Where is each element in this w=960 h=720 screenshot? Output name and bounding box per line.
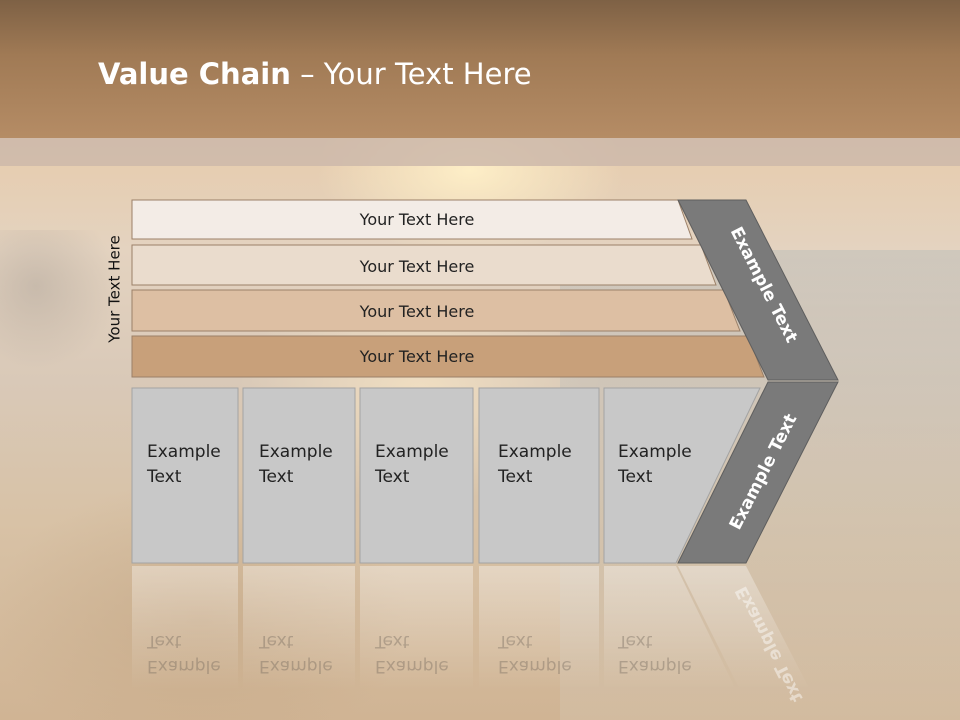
support-activity-bar[interactable]: [131, 244, 717, 286]
primary-box-label[interactable]: Example Text: [618, 440, 692, 490]
primary-box-line2: Text: [147, 467, 182, 487]
reflection-line2: Text: [618, 631, 653, 651]
title-rest: – Your Text Here: [290, 57, 532, 91]
primary-box-line2: Text: [375, 467, 410, 487]
primary-box-line1: Example: [618, 442, 692, 462]
background-rocks: [0, 230, 120, 370]
primary-box-reflection: Example Text: [375, 628, 449, 678]
primary-box-reflection: Example Text: [498, 628, 572, 678]
slide-title[interactable]: Value Chain – Your Text Here: [98, 52, 532, 96]
primary-box-line2: Text: [618, 467, 653, 487]
header-accent-band: [0, 138, 960, 166]
title-header-band: [0, 0, 960, 138]
reflection-line2: Text: [375, 631, 410, 651]
reflection-line1: Example: [259, 656, 333, 676]
margin-arrow-reflection: [678, 566, 810, 690]
primary-box-reflection-shape: [604, 566, 736, 690]
primary-box-line1: Example: [375, 442, 449, 462]
primary-activity-box[interactable]: [603, 387, 761, 564]
primary-activity-box[interactable]: [131, 387, 239, 564]
reflection-line1: Example: [147, 656, 221, 676]
primary-box-label[interactable]: Example Text: [498, 440, 572, 490]
primary-box-label[interactable]: Example Text: [375, 440, 449, 490]
primary-box-reflection: Example Text: [259, 628, 333, 678]
margin-arrow-bottom[interactable]: [677, 381, 839, 564]
support-activity-bar[interactable]: [131, 289, 741, 332]
primary-box-line2: Text: [259, 467, 294, 487]
support-activity-bar[interactable]: [131, 335, 765, 378]
reflection-line2: Text: [498, 631, 533, 651]
primary-box-line1: Example: [259, 442, 333, 462]
primary-box-reflection: Example Text: [618, 628, 692, 678]
reflection-line2: Text: [147, 631, 182, 651]
reflection-line2: Text: [259, 631, 294, 651]
primary-box-reflection-shape: [360, 566, 473, 690]
primary-box-reflection: Example Text: [147, 628, 221, 678]
support-activity-bar[interactable]: [131, 199, 693, 240]
primary-activity-box[interactable]: [478, 387, 600, 564]
reflection-line1: Example: [498, 656, 572, 676]
primary-box-line2: Text: [498, 467, 533, 487]
primary-activity-box[interactable]: [242, 387, 356, 564]
reflection-line1: Example: [618, 656, 692, 676]
primary-box-line1: Example: [498, 442, 572, 462]
primary-box-reflection-shape: [243, 566, 355, 690]
reflection-line1: Example: [375, 656, 449, 676]
title-bold: Value Chain: [98, 57, 291, 91]
margin-arrow-top[interactable]: [677, 199, 839, 381]
primary-box-reflection-shape: [479, 566, 599, 690]
primary-activity-box[interactable]: [359, 387, 474, 564]
primary-box-label[interactable]: Example Text: [147, 440, 221, 490]
primary-box-line1: Example: [147, 442, 221, 462]
primary-box-label[interactable]: Example Text: [259, 440, 333, 490]
primary-box-reflection-shape: [132, 566, 238, 690]
